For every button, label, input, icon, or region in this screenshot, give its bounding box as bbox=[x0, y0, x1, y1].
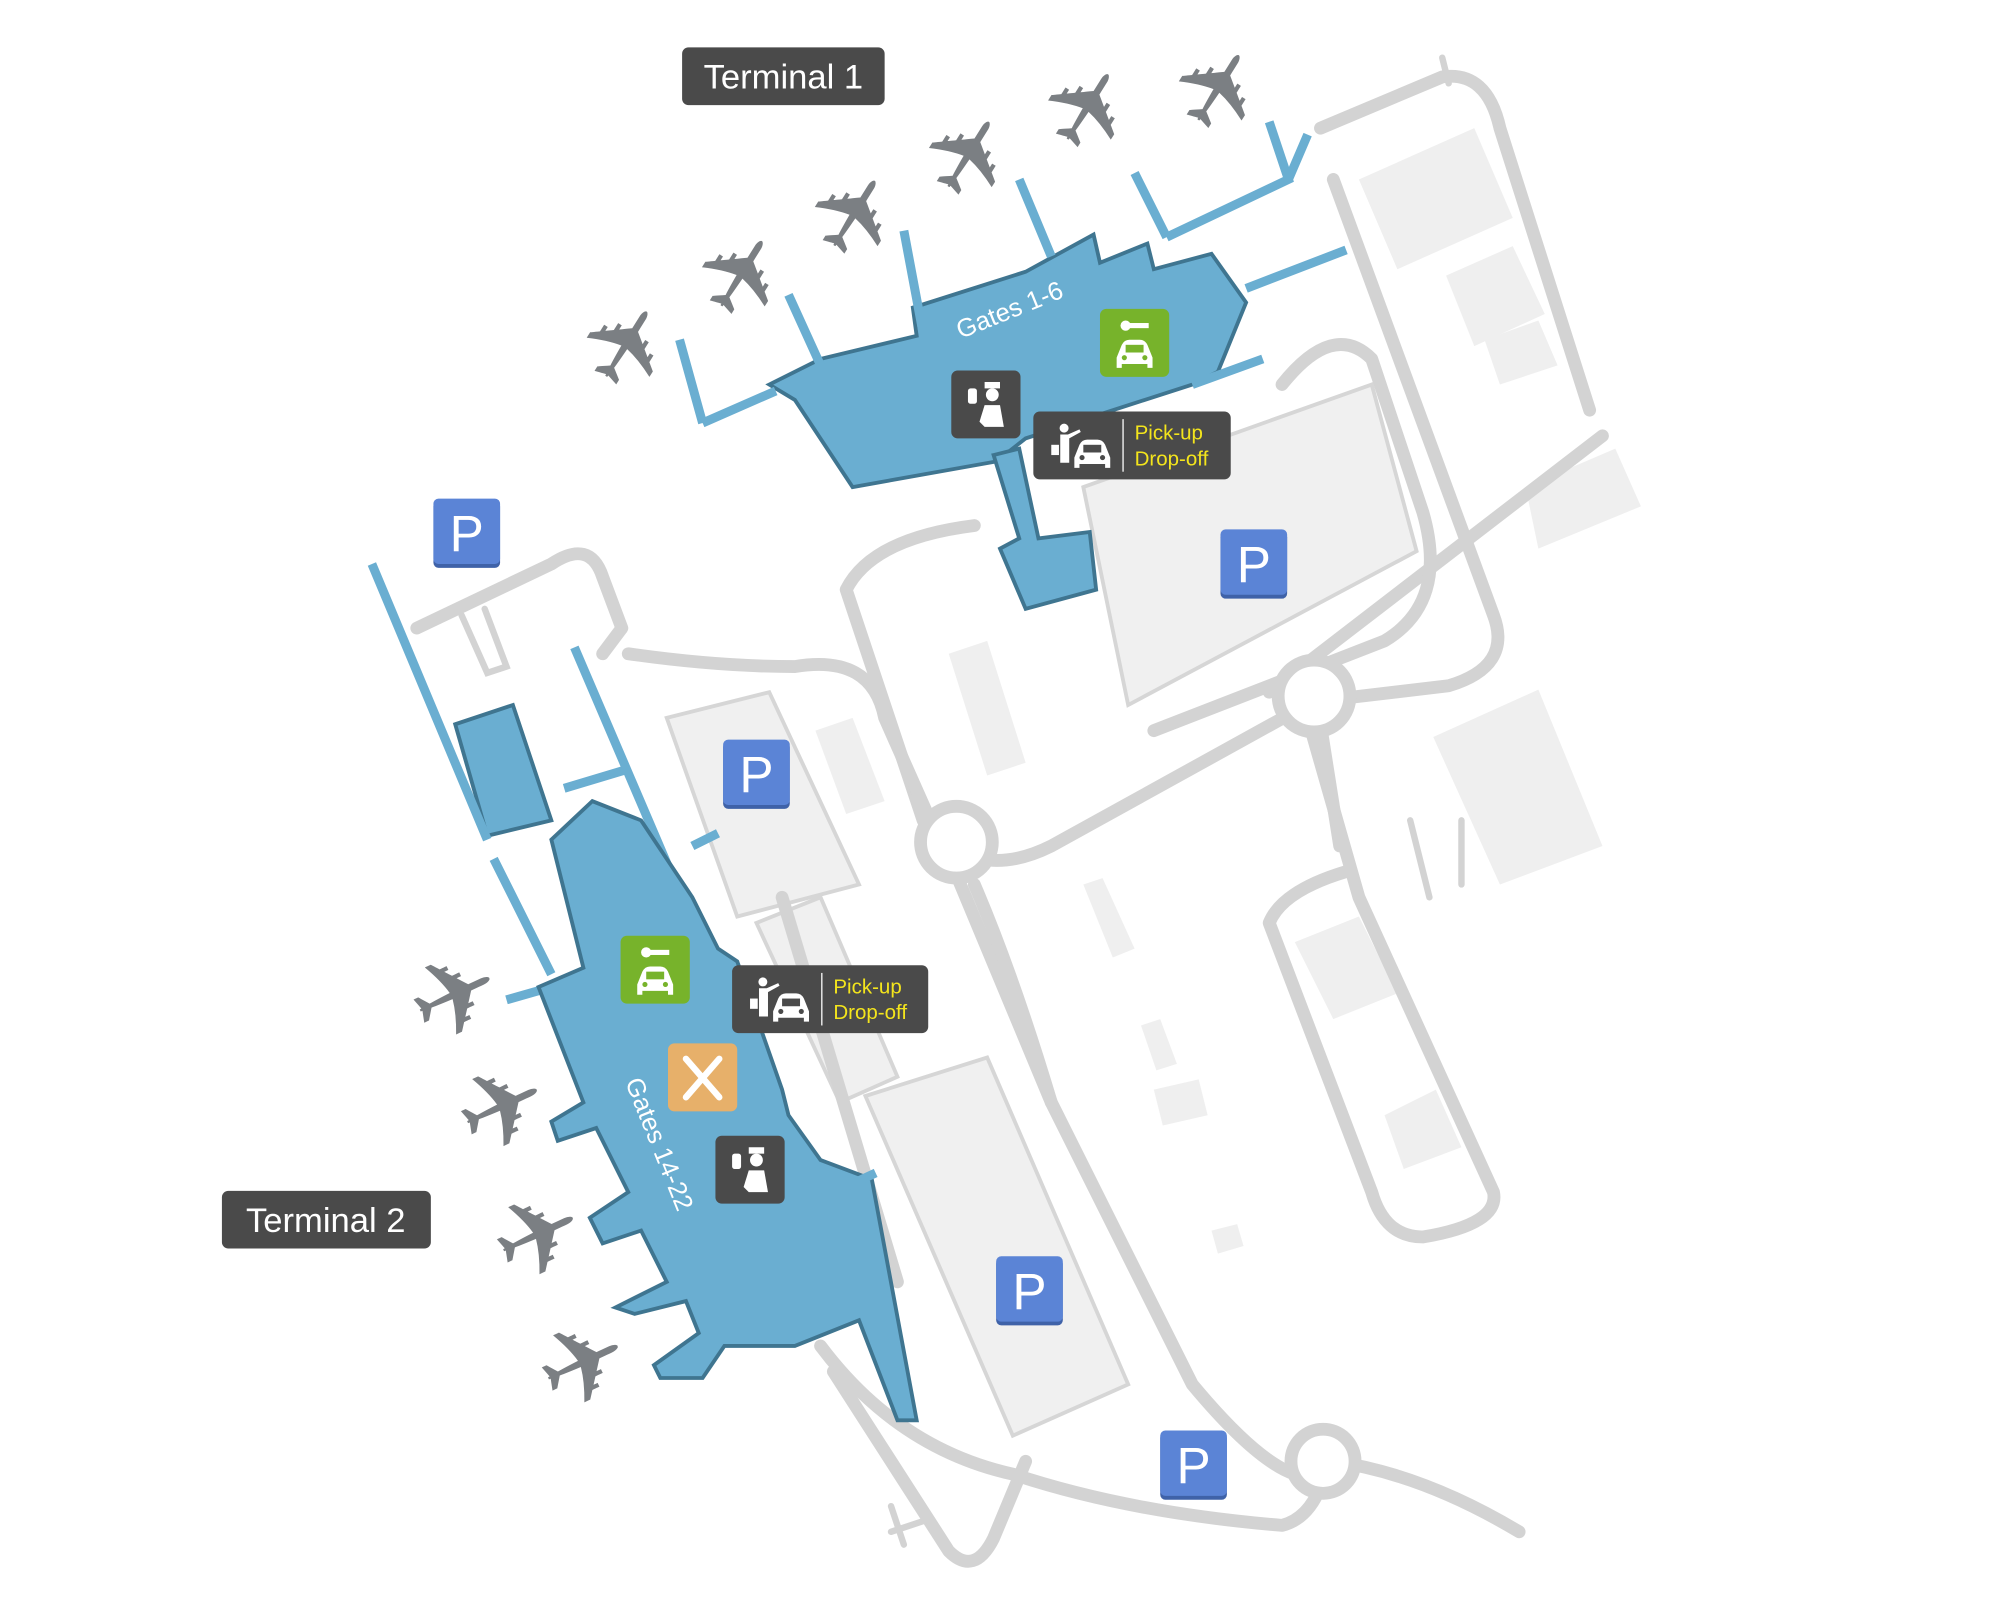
parking-icon[interactable]: P bbox=[433, 498, 501, 568]
terminal-2-label[interactable]: Terminal 2 bbox=[221, 1190, 431, 1249]
svg-text:P: P bbox=[450, 505, 484, 562]
svg-text:P: P bbox=[1237, 536, 1271, 593]
svg-text:Drop-off: Drop-off bbox=[1135, 447, 1209, 470]
svg-text:Pick-up: Pick-up bbox=[1135, 422, 1203, 445]
terminal-2-label-text: Terminal 2 bbox=[246, 1202, 406, 1240]
svg-text:P: P bbox=[1012, 1263, 1046, 1320]
parking-icon[interactable]: P bbox=[1160, 1430, 1227, 1500]
svg-text:P: P bbox=[1176, 1437, 1210, 1494]
parking-icon[interactable]: P bbox=[996, 1256, 1063, 1326]
parking-icon[interactable]: P bbox=[1220, 529, 1288, 599]
svg-text:P: P bbox=[739, 746, 773, 803]
pickup-dropoff-sign[interactable]: Pick-up Drop-off bbox=[732, 965, 929, 1034]
restaurant-icon[interactable] bbox=[668, 1043, 738, 1112]
car-rental-icon[interactable] bbox=[1099, 308, 1170, 377]
terminal-1-building[interactable] bbox=[675, 120, 1348, 612]
terminal-1-label-text: Terminal 1 bbox=[704, 58, 864, 96]
airplane-icon: ✈ bbox=[551, 275, 705, 418]
customs-icon[interactable] bbox=[715, 1135, 785, 1204]
terminal-1-label[interactable]: Terminal 1 bbox=[682, 47, 885, 106]
car-rental-icon[interactable] bbox=[620, 935, 690, 1004]
customs-icon[interactable] bbox=[951, 370, 1021, 439]
svg-text:Drop-off: Drop-off bbox=[833, 1001, 907, 1024]
airplane-icon: ✈ bbox=[471, 1161, 606, 1312]
parking-icon[interactable]: P bbox=[723, 739, 790, 809]
pickup-dropoff-sign[interactable]: Pick-up Drop-off bbox=[1033, 411, 1231, 480]
roads bbox=[410, 54, 1609, 1568]
pickup-dropoff-icon bbox=[1051, 423, 1111, 468]
pickup-dropoff-icon bbox=[750, 977, 810, 1022]
svg-text:Pick-up: Pick-up bbox=[833, 975, 901, 998]
